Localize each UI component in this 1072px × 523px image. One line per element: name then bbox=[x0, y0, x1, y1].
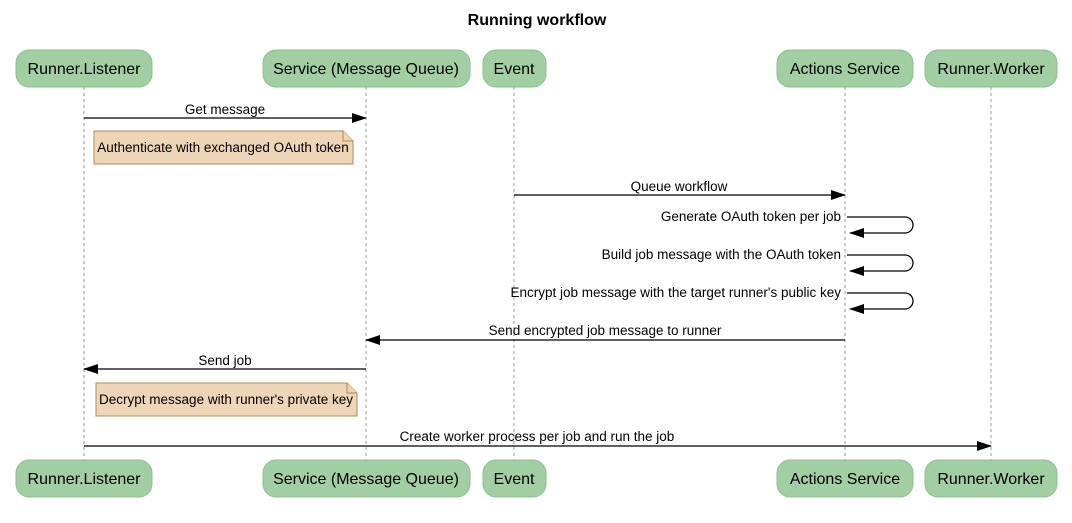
participant-service-message-queue-bottom: Service (Message Queue) bbox=[262, 459, 471, 498]
participant-label: Event bbox=[494, 61, 535, 78]
message-label: Send encrypted job message to runner bbox=[489, 323, 722, 338]
participant-label: Actions Service bbox=[790, 471, 900, 488]
diagram-title: Running workflow bbox=[468, 12, 607, 29]
self-loop-arrow bbox=[847, 292, 914, 314]
message-send-job: Send job bbox=[83, 353, 366, 374]
participant-box bbox=[482, 459, 547, 498]
participant-label: Actions Service bbox=[790, 61, 900, 78]
message-label: Get message bbox=[185, 102, 265, 117]
participant-event-bottom: Event bbox=[482, 459, 547, 498]
participants-bottom: Runner.Listener Service (Message Queue) … bbox=[15, 459, 1058, 498]
note-fold-corner bbox=[346, 383, 357, 394]
participant-runner-worker-bottom: Runner.Worker bbox=[924, 459, 1058, 498]
participant-actions-service-top: Actions Service bbox=[776, 49, 914, 88]
message-send-encrypted-job: Send encrypted job message to runner bbox=[365, 323, 845, 345]
participant-box bbox=[924, 459, 1058, 498]
message-label: Generate OAuth token per job bbox=[661, 209, 841, 224]
participant-runner-listener-bottom: Runner.Listener bbox=[15, 459, 153, 498]
participant-label: Runner.Listener bbox=[28, 61, 142, 78]
participant-box bbox=[776, 459, 914, 498]
participant-box bbox=[15, 459, 153, 498]
note-decrypt: Decrypt message with runner's private ke… bbox=[95, 382, 358, 417]
note-label: Decrypt message with runner's private ke… bbox=[99, 392, 353, 407]
note-label: Authenticate with exchanged OAuth token bbox=[97, 140, 348, 155]
participant-box bbox=[924, 49, 1058, 88]
participant-event-top: Event bbox=[482, 49, 547, 88]
participant-runner-listener-top: Runner.Listener bbox=[15, 49, 153, 88]
participant-label: Event bbox=[494, 471, 535, 488]
participant-label: Runner.Worker bbox=[937, 471, 1045, 488]
message-get-message: Get message bbox=[84, 102, 367, 123]
participant-label: Runner.Worker bbox=[937, 61, 1045, 78]
note-shape bbox=[93, 130, 354, 165]
message-generate-oauth-token: Generate OAuth token per job bbox=[661, 209, 914, 238]
message-label: Queue workflow bbox=[631, 179, 728, 194]
message-label: Encrypt job message with the target runn… bbox=[511, 285, 842, 300]
lifelines bbox=[83, 87, 992, 460]
participant-box bbox=[776, 49, 914, 88]
self-loop-arrow bbox=[847, 216, 914, 238]
message-build-job-message: Build job message with the OAuth token bbox=[602, 247, 914, 276]
message-queue-workflow: Queue workflow bbox=[514, 179, 846, 200]
participant-box bbox=[482, 49, 547, 88]
message-create-worker: Create worker process per job and run th… bbox=[84, 429, 992, 451]
note-shape bbox=[95, 382, 358, 417]
participant-label: Runner.Listener bbox=[28, 471, 142, 488]
note-fold-corner bbox=[342, 131, 353, 142]
participant-box bbox=[262, 459, 471, 498]
participants-top: Runner.Listener Service (Message Queue) … bbox=[15, 49, 1058, 88]
participant-actions-service-bottom: Actions Service bbox=[776, 459, 914, 498]
participant-service-message-queue-top: Service (Message Queue) bbox=[262, 49, 471, 88]
message-encrypt-job-message: Encrypt job message with the target runn… bbox=[511, 285, 914, 314]
participant-runner-worker-top: Runner.Worker bbox=[924, 49, 1058, 88]
message-label: Create worker process per job and run th… bbox=[400, 429, 675, 444]
note-authenticate: Authenticate with exchanged OAuth token bbox=[93, 130, 354, 165]
participant-box bbox=[15, 49, 153, 88]
message-label: Send job bbox=[198, 353, 251, 368]
self-loop-arrow bbox=[847, 254, 914, 276]
message-label: Build job message with the OAuth token bbox=[602, 247, 841, 262]
participant-label: Service (Message Queue) bbox=[273, 61, 459, 78]
participant-box bbox=[262, 49, 471, 88]
participant-label: Service (Message Queue) bbox=[273, 471, 459, 488]
